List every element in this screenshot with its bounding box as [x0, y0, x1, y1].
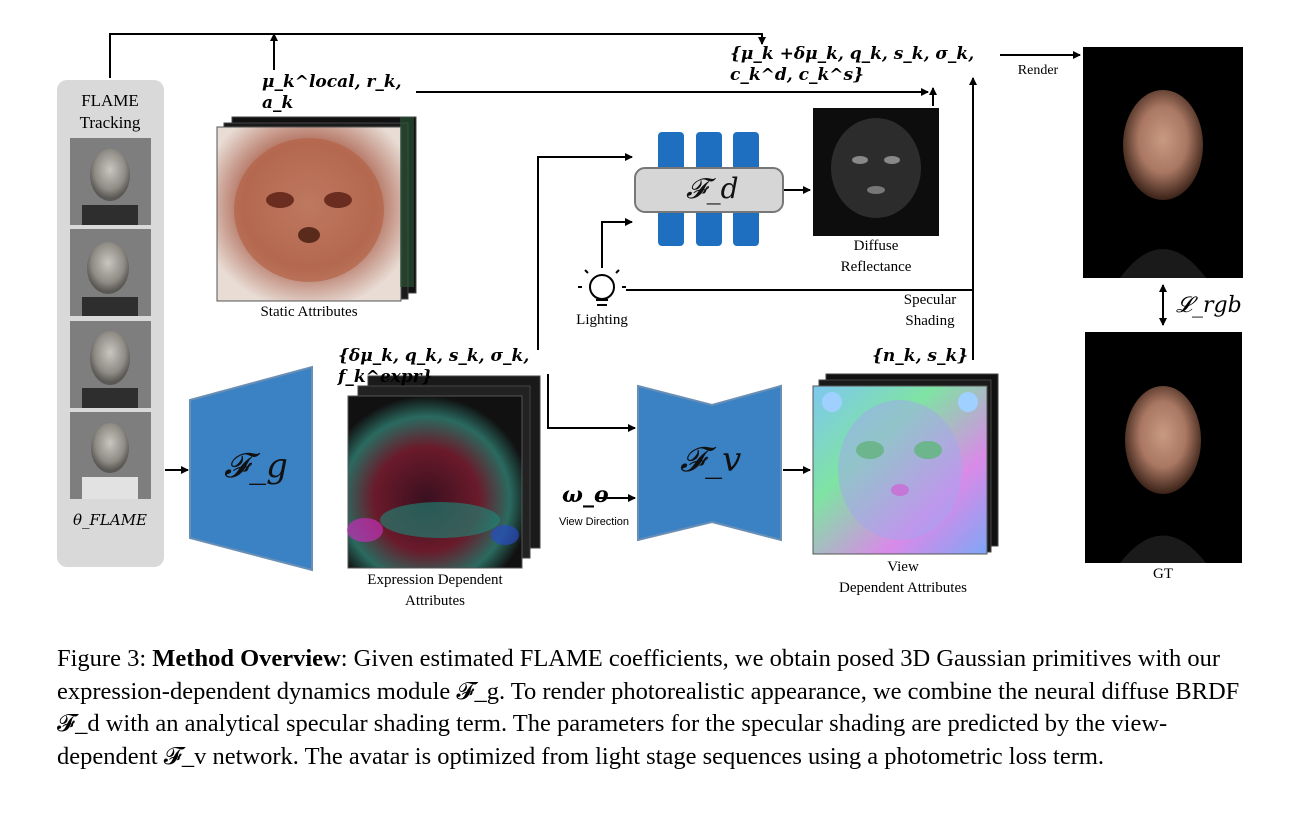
diffuse-caption-line1: Diffuse [853, 238, 899, 254]
specular-line2: Shading [905, 313, 955, 329]
caption-text: : Given estimated FLAME coefficients, we… [57, 645, 1240, 770]
arrow-light-to-fd [601, 218, 633, 268]
view-direction-caption: View Direction [558, 516, 630, 528]
arrow-expr-to-fd [537, 153, 633, 350]
arrow-flame-to-params [109, 33, 766, 78]
network-fv [637, 384, 782, 542]
static-attributes-stack [216, 116, 417, 302]
caption-prefix: Figure 3: [57, 645, 153, 672]
diffuse-reflectance-image [813, 108, 939, 236]
lighting-caption: Lighting [576, 312, 628, 328]
expression-caption-line2: Attributes [405, 593, 465, 609]
gt-caption: GT [1153, 566, 1173, 582]
gaussian-params-label: {μ_k +δμ_k, q_k, s_k, σ_k, c_k^d, c_k^s} [730, 44, 975, 85]
fd-label: 𝓕_d [686, 172, 739, 205]
gt-portrait [1085, 332, 1242, 563]
specular-line1: Specular [903, 292, 957, 308]
figure-caption: Figure 3: Method Overview: Given estimat… [57, 643, 1257, 773]
fg-label: 𝓕_g [224, 446, 288, 486]
caption-bold: Method Overview [152, 645, 341, 672]
flame-thumbnails [70, 138, 151, 499]
expression-caption-line1: Expression Dependent [367, 572, 503, 588]
render-label: Render [1017, 63, 1059, 78]
diagram-canvas [70, 33, 1243, 572]
flame-tracking-title: FLAME Tracking [79, 91, 141, 132]
diffuse-caption-line2: Reflectance [840, 259, 912, 275]
expression-attributes-top-label: {δμ_k, q_k, s_k, σ_k, f_k^expr} [338, 346, 530, 387]
arrow-expr-to-fv [547, 374, 636, 432]
expression-attributes-stack [347, 375, 541, 569]
render-portrait [1083, 47, 1243, 278]
static-attributes-caption: Static Attributes [260, 304, 358, 320]
network-fd [634, 132, 784, 246]
bulb-icon [578, 264, 626, 306]
fv-label: 𝓕_v [680, 440, 742, 480]
view-caption-line1: View [887, 559, 919, 575]
view-attributes-top-label: {n_k, s_k} [872, 346, 969, 366]
flame-param-label: θ_FLAME [72, 511, 148, 529]
static-attributes-top-label: μ_k^local, r_k, a_k [262, 72, 402, 113]
network-fg [189, 365, 313, 572]
view-attributes-stack [812, 373, 999, 555]
view-caption-line2: Dependent Attributes [839, 580, 967, 596]
view-direction-symbol: ω_o [562, 482, 609, 508]
loss-label: 𝓛_rgb [1176, 293, 1242, 318]
